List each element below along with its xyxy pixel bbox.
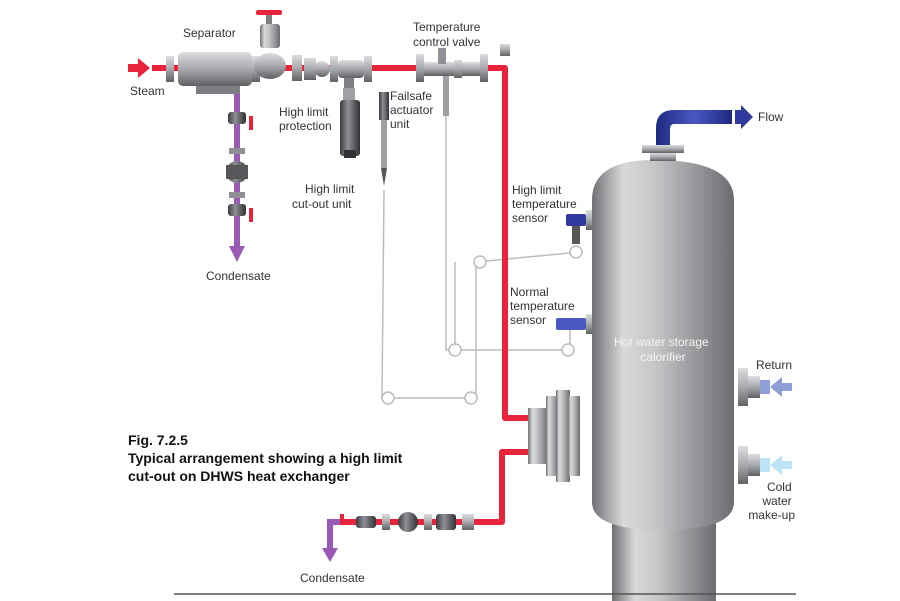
normal-temperature-sensor <box>556 314 592 334</box>
label-high-limit-temperature-sensor: High limit temperature sensor <box>512 183 580 225</box>
label-condensate-top: Condensate <box>206 269 271 283</box>
label-high-limit-protection: High limit protection <box>279 105 332 133</box>
high-limit-protection-valve <box>338 56 372 88</box>
temperature-control-valve <box>416 44 510 116</box>
label-steam: Steam <box>130 84 165 98</box>
condensate-pipework-top <box>226 88 253 262</box>
cold-water-connection <box>738 446 792 484</box>
calorifier-vessel <box>592 160 734 601</box>
pipe-fittings <box>304 56 338 82</box>
separator <box>166 52 260 94</box>
flow-outlet <box>642 105 753 161</box>
high-limit-temperature-sensor <box>566 210 592 244</box>
label-hot-water-storage-calorifier: Hot water storage calorifier <box>614 335 712 364</box>
return-connection <box>738 368 792 406</box>
steam-inlet-arrow <box>128 58 150 78</box>
stop-valve <box>254 10 302 81</box>
capillary-lines <box>381 92 583 405</box>
label-normal-temperature-sensor: Normal temperature sensor <box>510 285 578 327</box>
label-condensate-bottom: Condensate <box>300 571 365 585</box>
label-cold-water-make-up: Cold water make-up <box>748 480 795 522</box>
condensate-trap-set <box>322 512 474 562</box>
label-high-limit-cutout-unit: High limit cut-out unit <box>292 182 358 211</box>
failsafe-actuator-unit <box>379 92 389 186</box>
label-failsafe-actuator-unit: Failsafe actuator unit <box>390 89 437 131</box>
label-return: Return <box>756 358 792 372</box>
label-temperature-control-valve: Temperature control valve <box>413 20 484 49</box>
label-separator: Separator <box>183 26 236 40</box>
figure-caption: Fig. 7.2.5 Typical arrangement showing a… <box>128 432 406 484</box>
label-flow: Flow <box>758 110 784 124</box>
high-limit-cutout-unit <box>340 88 360 158</box>
heat-exchanger-flange <box>528 390 580 482</box>
